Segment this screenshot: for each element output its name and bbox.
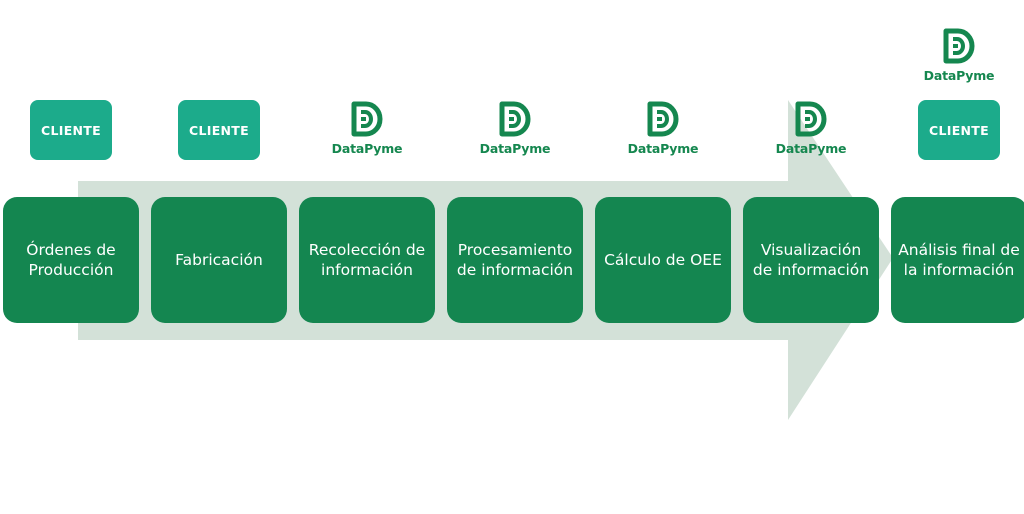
process-step: Fabricación (151, 197, 287, 323)
datapyme-logo: DataPyme (475, 100, 555, 162)
datapyme-logo: DataPyme (327, 100, 407, 162)
datapyme-logo-wordmark: DataPyme (331, 141, 403, 156)
process-step-label: Órdenes de Producción (26, 241, 116, 279)
datapyme-logo-wordmark: DataPyme (479, 141, 551, 156)
datapyme-logo: DataPyme (919, 27, 999, 89)
process-step-label: Cálculo de OEE (604, 251, 722, 269)
datapyme-logo-wordmark: DataPyme (627, 141, 699, 156)
datapyme-logo-icon (499, 101, 531, 137)
process-step: Cálculo de OEE (595, 197, 731, 323)
datapyme-logo-icon (647, 101, 679, 137)
datapyme-logo-icon (795, 101, 827, 137)
datapyme-logo-icon (943, 28, 975, 64)
client-badge: CLIENTE (30, 100, 112, 160)
client-badge: CLIENTE (178, 100, 260, 160)
process-step-label: Visualización de información (752, 241, 870, 279)
process-step-label: Fabricación (175, 251, 263, 269)
process-step: Procesamiento de información (447, 197, 583, 323)
datapyme-logo-wordmark: DataPyme (923, 68, 995, 83)
process-step: Análisis final de la información (891, 197, 1024, 323)
datapyme-logo: DataPyme (623, 100, 703, 162)
datapyme-logo: DataPyme (771, 100, 851, 162)
datapyme-logo-icon (351, 101, 383, 137)
process-step: Órdenes de Producción (3, 197, 139, 323)
process-step: Recolección de información (299, 197, 435, 323)
process-step-label: Recolección de información (308, 241, 426, 279)
process-step: Visualización de información (743, 197, 879, 323)
datapyme-logo-wordmark: DataPyme (775, 141, 847, 156)
client-badge: CLIENTE (918, 100, 1000, 160)
process-step-label: Análisis final de la información (898, 241, 1020, 279)
process-step-label: Procesamiento de información (456, 241, 574, 279)
